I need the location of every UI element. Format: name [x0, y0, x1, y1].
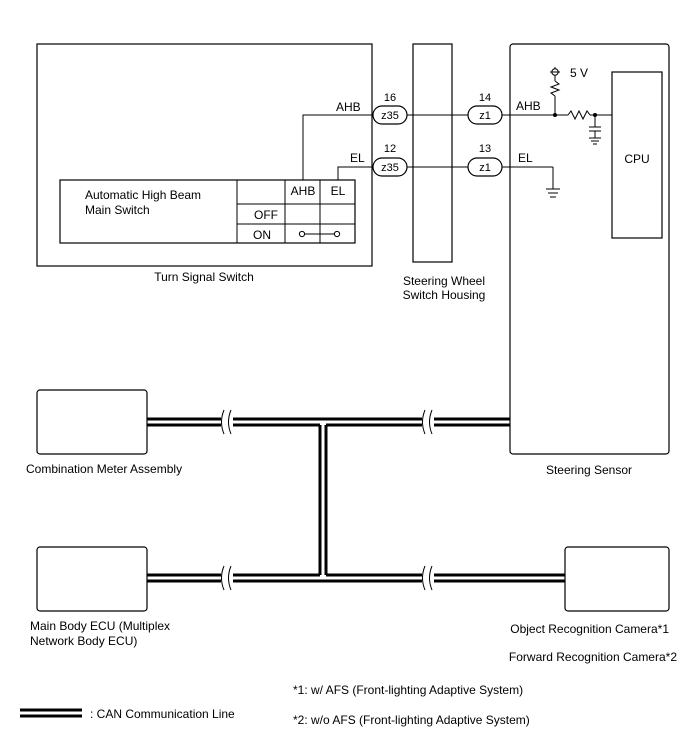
switch-title-line1: Automatic High Beam [85, 188, 201, 202]
combination-meter-label: Combination Meter Assembly [26, 462, 182, 476]
recognition-camera-box [564, 546, 670, 612]
switch-col-ahb: AHB [291, 184, 316, 198]
switch-table-frame [59, 179, 356, 244]
switch-housing-label-line2: Switch Housing [403, 288, 486, 302]
object-recognition-camera-label: Object Recognition Camera*1 [510, 622, 669, 636]
turn-signal-switch-label: Turn Signal Switch [154, 270, 254, 284]
connector-z35-el-label: z35 [381, 162, 399, 174]
line-break-mark [422, 409, 434, 435]
ahb-internal-wire [302, 114, 375, 180]
ahb-signal-right: AHB [516, 99, 541, 113]
ground-icon [589, 137, 601, 145]
line-break-mark [221, 409, 233, 435]
connector-z35-ahb [372, 105, 408, 125]
supply-voltage-label: 5 V [570, 66, 588, 80]
main-body-ecu-label-line1: Main Body ECU (Multiplex [30, 619, 170, 633]
switch-col-el: EL [331, 184, 346, 198]
can-line-legend-label: : CAN Communication Line [90, 707, 235, 721]
switch-row-on: ON [253, 228, 271, 242]
footnote-1: *1: w/ AFS (Front-lighting Adaptive Syst… [293, 683, 523, 697]
connector-z1-el-label: z1 [479, 162, 491, 174]
el-signal-left: EL [350, 151, 365, 165]
switch-row-off: OFF [254, 208, 278, 222]
footnote-2: *2: w/o AFS (Front-lighting Adaptive Sys… [293, 713, 530, 727]
pin-12: 12 [384, 143, 396, 155]
pin-16: 16 [384, 92, 396, 104]
switch-contact-ahb [298, 230, 306, 238]
forward-recognition-camera-label: Forward Recognition Camera*2 [509, 650, 677, 664]
series-resistor [567, 109, 591, 121]
combination-meter-box [36, 389, 148, 455]
can-bus [147, 417, 565, 583]
ground-icon [546, 188, 560, 198]
automatic-high-beam-main-switch: Automatic High Beam Main Switch AHB EL O… [59, 179, 356, 244]
main-body-ecu-label-line2: Network Body ECU) [30, 634, 137, 648]
pin-13: 13 [479, 143, 491, 155]
steering-sensor-label: Steering Sensor [546, 463, 632, 477]
main-body-ecu-box [36, 546, 148, 612]
pin-14: 14 [479, 92, 491, 104]
line-break-mark [221, 565, 233, 591]
cpu-box [611, 71, 663, 239]
steering-wheel-switch-housing-box [412, 43, 453, 263]
connector-z35-ahb-label: z35 [381, 110, 399, 122]
cpu-label: CPU [624, 152, 649, 166]
el-internal-wire [337, 166, 375, 180]
switch-contact-el [333, 230, 341, 238]
can-line-legend-symbol [20, 708, 82, 718]
pullup-resistor [549, 80, 561, 97]
switch-housing-label-line1: Steering Wheel [403, 274, 485, 288]
line-break-mark [422, 565, 434, 591]
connector-z1-ahb-label: z1 [479, 110, 491, 122]
switch-title-line2: Main Switch [85, 203, 150, 217]
el-signal-right: EL [518, 151, 533, 165]
ahb-signal-left: AHB [336, 100, 361, 114]
connector-z35-el [372, 157, 408, 177]
